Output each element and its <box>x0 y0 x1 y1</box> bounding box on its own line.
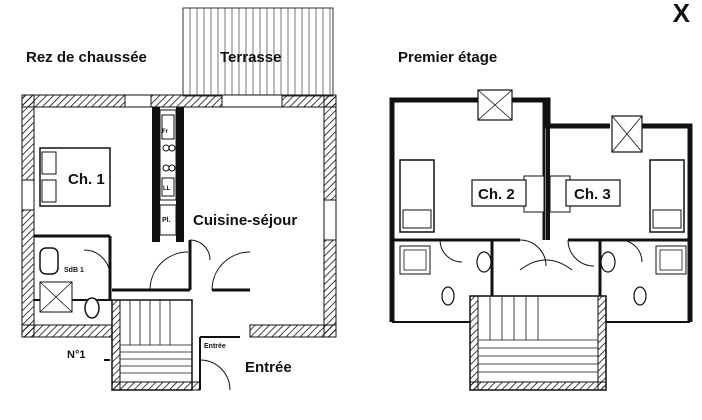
ground-floor-plan: Rez de chaussée Terrasse Ch. 1 Cuisine-s… <box>21 7 337 391</box>
toilet-left <box>441 286 455 306</box>
unit-number-label: N°1 <box>67 349 85 361</box>
terrace-label: Terrasse <box>220 49 281 66</box>
bedroom-ch1-label: Ch. 1 <box>68 171 105 188</box>
dishwasher-label: LL <box>163 186 171 192</box>
first-floor-title: Premier étage <box>398 49 497 66</box>
closet-label: Pl. <box>162 217 171 224</box>
first-floor-plan: Premier étage Ch. 2 Ch. 3 <box>389 49 693 391</box>
fridge-label: Fr <box>162 129 169 135</box>
toilet-sdb1 <box>84 297 100 319</box>
bedroom-ch3-label: Ch. 3 <box>574 186 611 203</box>
close-button[interactable]: X <box>672 0 690 28</box>
toilet-right <box>633 286 647 306</box>
ground-floor-title: Rez de chaussée <box>26 49 147 66</box>
entry-small-label: Entrée <box>204 343 226 350</box>
living-room-label: Cuisine-séjour <box>193 212 297 229</box>
sink-left <box>476 251 492 273</box>
entry-label: Entrée <box>245 359 292 376</box>
terrace-deck <box>182 7 334 97</box>
bedroom-ch2-label: Ch. 2 <box>478 186 515 203</box>
sink-right <box>600 251 616 273</box>
bathroom-sdb1-label: SdB 1 <box>64 267 84 274</box>
sink-sdb1 <box>39 247 59 275</box>
